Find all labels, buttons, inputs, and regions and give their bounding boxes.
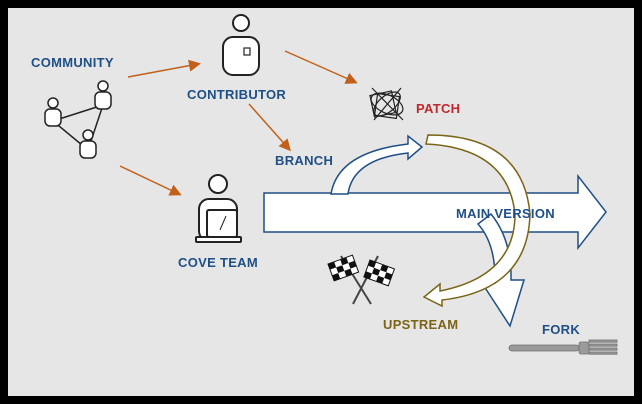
- label-patch: PATCH: [416, 101, 461, 116]
- arrow-community-to-contributor: [127, 59, 201, 78]
- label-cove-team: COVE TEAM: [178, 255, 258, 270]
- diagram-canvas: COMMUNITY CONTRIBUTOR PATCH BRANCH MAIN …: [8, 8, 634, 396]
- label-contributor: CONTRIBUTOR: [187, 87, 287, 102]
- orange-connectors: [119, 50, 358, 196]
- diagram-graphics: [44, 14, 618, 355]
- label-fork: FORK: [542, 322, 581, 337]
- checkered-flags-icon: [327, 254, 396, 305]
- label-upstream: UPSTREAM: [383, 317, 459, 332]
- branch-curve-arrow: [330, 134, 424, 195]
- fork-icon: [508, 339, 618, 355]
- arrow-contributor-to-patch: [284, 50, 358, 84]
- arrow-community-to-cove-team: [119, 165, 182, 196]
- label-main-version: MAIN VERSION: [456, 206, 555, 221]
- contributor-person-icon: [222, 14, 260, 76]
- upstream-loop-arrow: [422, 134, 531, 308]
- arrow-contributor-to-branch: [248, 103, 291, 152]
- patch-tangle-icon: [369, 87, 404, 121]
- community-people-icon: [44, 80, 112, 159]
- label-branch: BRANCH: [275, 153, 334, 168]
- laptop-person-icon: [195, 174, 242, 243]
- label-community: COMMUNITY: [31, 55, 114, 70]
